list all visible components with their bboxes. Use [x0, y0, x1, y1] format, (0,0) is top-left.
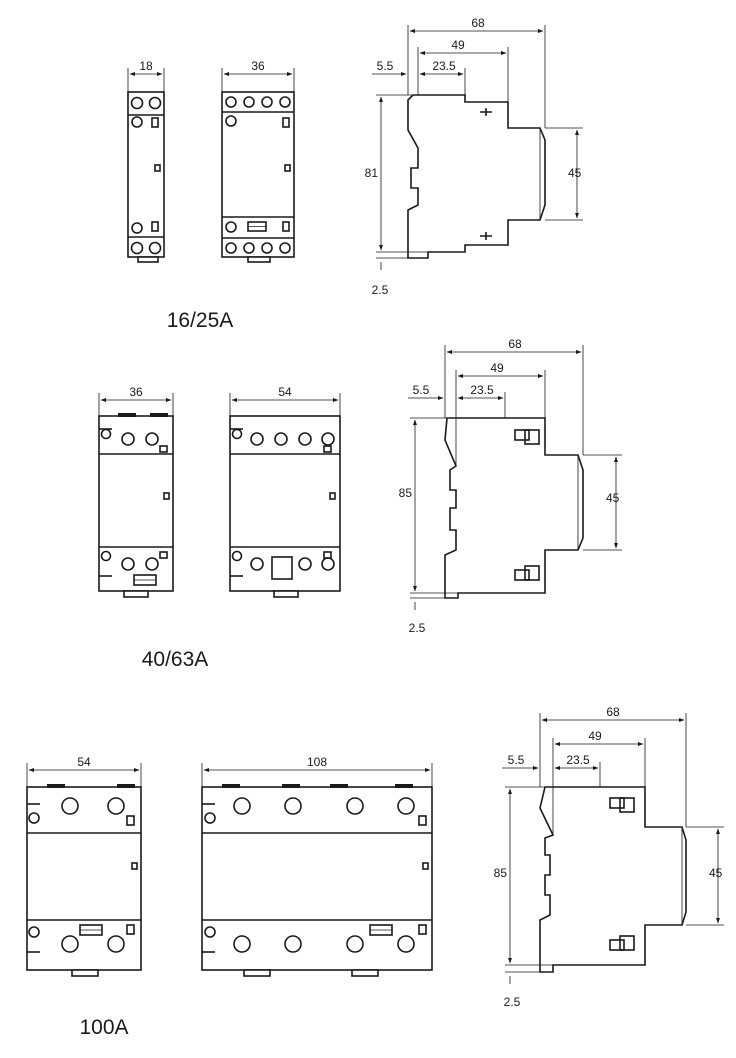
- dim-offset: 5.5: [413, 383, 430, 397]
- dim-face-height: 45: [606, 491, 620, 505]
- dim-offset: 5.5: [377, 59, 394, 73]
- dim-mid-depth: 49: [588, 729, 602, 743]
- dim-height: 81: [365, 166, 379, 180]
- front-view-2-module: 36: [98, 385, 174, 598]
- caption-40-63a: 40/63A: [142, 648, 209, 671]
- group-100a: 54 108: [26, 705, 724, 1039]
- front-view-2-module: 36: [221, 59, 295, 263]
- dim-width-front-large: 36: [251, 59, 265, 73]
- dim-width-front-large: 54: [278, 385, 292, 399]
- dim-overall-depth: 68: [606, 705, 620, 719]
- dim-width-front-small: 18: [139, 59, 153, 73]
- dim-width-front-small: 36: [129, 385, 143, 399]
- dim-foot: 2.5: [409, 621, 426, 635]
- dim-width-front-small: 54: [77, 755, 91, 769]
- dim-foot: 2.5: [372, 283, 389, 297]
- front-view-3-module: 54: [26, 755, 142, 977]
- group-16-25a: 18 36: [127, 16, 583, 332]
- group-40-63a: 36 54: [98, 337, 622, 671]
- dim-offset: 5.5: [508, 753, 525, 767]
- caption-16-25a: 16/25A: [167, 309, 234, 332]
- dim-face-height: 45: [709, 866, 723, 880]
- dim-overall-depth: 68: [508, 337, 522, 351]
- caption-100a: 100A: [79, 1016, 128, 1039]
- dim-width-front-large: 108: [307, 755, 327, 769]
- front-view-3-module: 54: [229, 385, 341, 598]
- dim-height: 85: [494, 866, 508, 880]
- front-view-6-module: 108: [201, 755, 433, 977]
- dim-rail-depth: 23.5: [432, 59, 456, 73]
- dim-overall-depth: 68: [471, 16, 485, 30]
- dim-rail-depth: 23.5: [470, 383, 494, 397]
- side-view: 68 49 23.5 5.5 81 2.5 45: [365, 16, 583, 297]
- side-view: 68 49 23.5 5.5 85 2.5 45: [494, 705, 724, 1009]
- dim-mid-depth: 49: [490, 361, 504, 375]
- dim-rail-depth: 23.5: [566, 753, 590, 767]
- side-view: 68 49 23.5 5.5 85 2.5 45: [399, 337, 622, 635]
- dim-height: 85: [399, 486, 413, 500]
- dim-foot: 2.5: [504, 995, 521, 1009]
- dim-face-height: 45: [568, 166, 582, 180]
- dim-mid-depth: 49: [451, 38, 465, 52]
- front-view-1-module: 18: [127, 59, 165, 263]
